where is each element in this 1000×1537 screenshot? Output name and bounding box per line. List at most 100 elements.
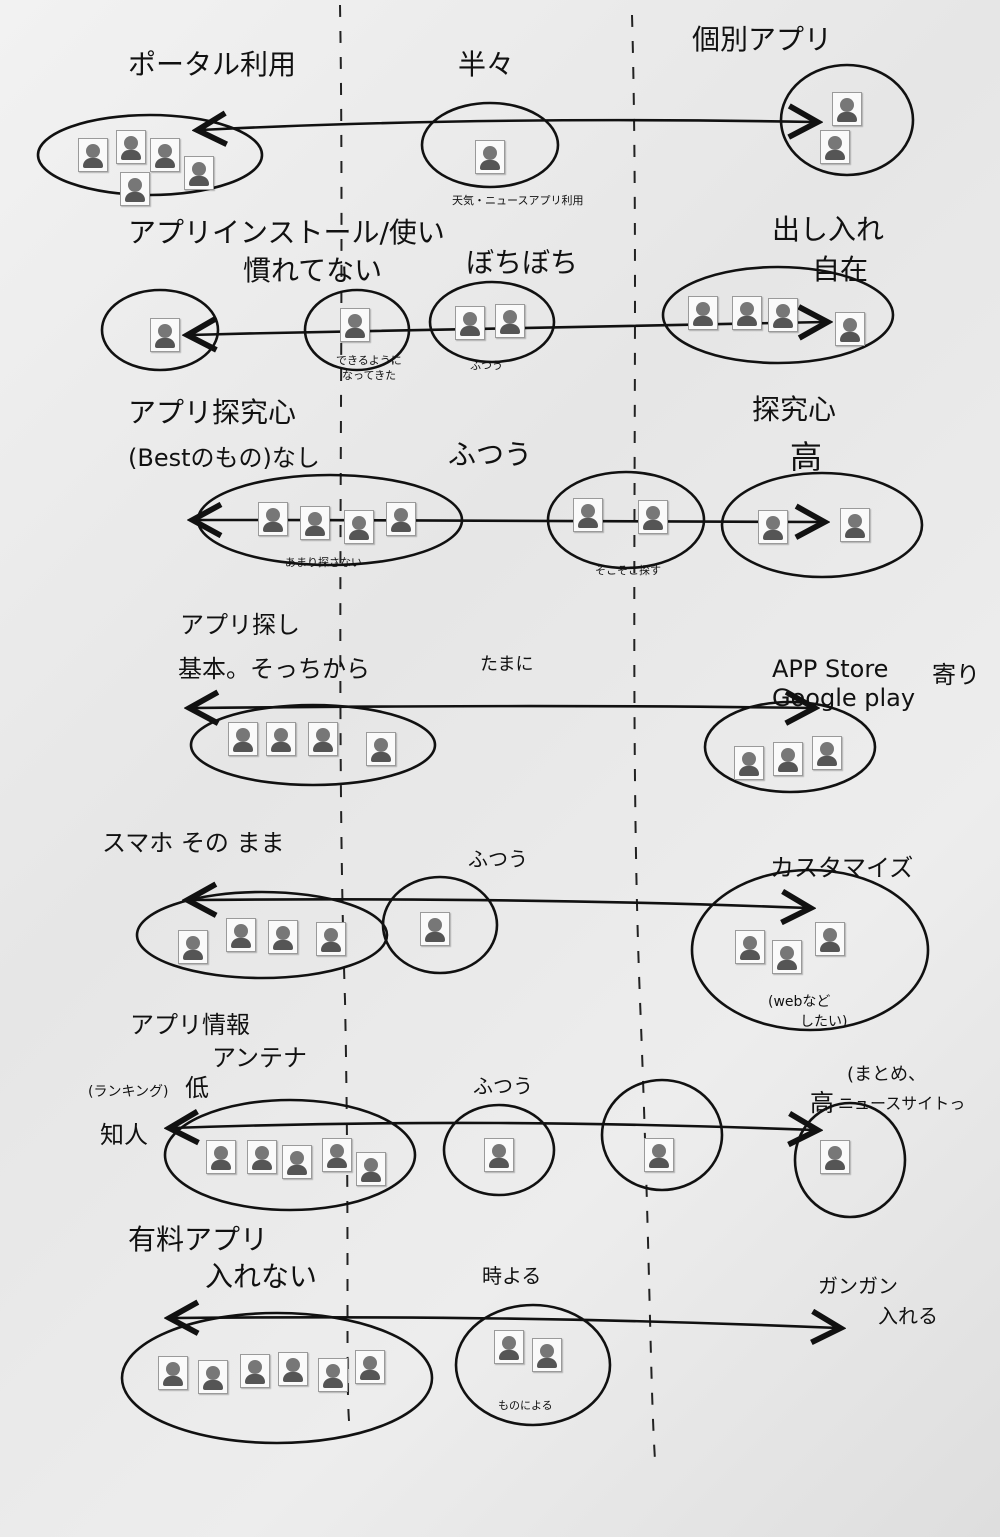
persona-card — [688, 296, 718, 330]
row6-ellipse-mid1 — [442, 1103, 556, 1197]
person-body-icon — [825, 1160, 845, 1170]
person-head-icon — [234, 924, 248, 938]
persona-card — [420, 912, 450, 946]
persona-card — [116, 130, 146, 164]
persona-card — [638, 500, 668, 534]
persona-card — [340, 308, 370, 342]
person-body-icon — [460, 326, 480, 336]
person-head-icon — [158, 324, 172, 338]
person-body-icon — [845, 528, 865, 538]
persona-card — [308, 722, 338, 756]
person-head-icon — [823, 928, 837, 942]
persona-card — [268, 920, 298, 954]
person-body-icon — [245, 1374, 265, 1384]
persona-card — [356, 1152, 386, 1186]
person-body-icon — [693, 316, 713, 326]
person-head-icon — [848, 514, 862, 528]
persona-card — [316, 922, 346, 956]
person-head-icon — [124, 136, 138, 150]
person-head-icon — [266, 508, 280, 522]
person-head-icon — [186, 936, 200, 950]
row2-ellipse-left — [100, 288, 220, 372]
persona-card — [732, 296, 762, 330]
persona-card — [820, 1140, 850, 1174]
persona-card — [494, 1330, 524, 1364]
persona-card — [150, 138, 180, 172]
row1-ellipse-right — [779, 63, 915, 177]
person-body-icon — [391, 522, 411, 532]
person-body-icon — [361, 1172, 381, 1182]
person-head-icon — [364, 1158, 378, 1172]
person-body-icon — [480, 160, 500, 170]
person-head-icon — [828, 136, 842, 150]
persona-card — [773, 742, 803, 776]
row3-right-label-2: 高 — [790, 438, 823, 476]
person-body-icon — [643, 520, 663, 530]
persona-card — [495, 304, 525, 338]
row6-ellipse-mid2 — [600, 1078, 724, 1192]
person-head-icon — [502, 1336, 516, 1350]
row5-left-label: スマホ その まま — [102, 829, 285, 857]
row7-right-label-2: 入れる — [878, 1304, 938, 1328]
persona-card — [734, 746, 764, 780]
row3-right-label-1: 探究心 — [752, 393, 837, 426]
row2-right-label-1: 出し入れ — [772, 213, 885, 246]
row4-ellipse-left — [189, 703, 437, 787]
persona-card — [735, 930, 765, 964]
row1-mid-label: 半々 — [458, 48, 515, 81]
person-body-icon — [360, 1370, 380, 1380]
row5-right-label: カスタマイズ — [770, 854, 914, 882]
person-head-icon — [330, 1144, 344, 1158]
persona-card — [198, 1360, 228, 1394]
person-head-icon — [128, 178, 142, 192]
person-body-icon — [163, 1376, 183, 1386]
row3-mid-note: そこそこ探す — [595, 564, 661, 577]
persona-card — [532, 1338, 562, 1372]
person-body-icon — [313, 742, 333, 752]
row6-left-label-1: アプリ情報 — [130, 1011, 250, 1039]
persona-card — [366, 732, 396, 766]
persona-card — [386, 502, 416, 536]
persona-card — [300, 506, 330, 540]
person-head-icon — [236, 728, 250, 742]
persona-card — [178, 930, 208, 964]
persona-card — [812, 736, 842, 770]
person-head-icon — [363, 1356, 377, 1370]
person-head-icon — [324, 928, 338, 942]
person-body-icon — [155, 158, 175, 168]
row7-mid-label: 時よる — [482, 1264, 542, 1288]
person-body-icon — [500, 324, 520, 334]
row1-left-label: ポータル利用 — [128, 48, 297, 81]
persona-card — [355, 1350, 385, 1384]
person-body-icon — [155, 338, 175, 348]
row2-mid-note: ふつう — [470, 359, 503, 372]
row6-right-label-1: 高 — [810, 1089, 834, 1117]
person-body-icon — [345, 328, 365, 338]
persona-card — [120, 172, 150, 206]
person-head-icon — [463, 312, 477, 326]
persona-card — [573, 498, 603, 532]
row3-ellipse-left — [196, 473, 464, 567]
row6-left-label-3: 低 — [185, 1074, 209, 1102]
row7-left-label-2: 入れない — [205, 1260, 318, 1293]
person-body-icon — [327, 1158, 347, 1168]
person-body-icon — [287, 1165, 307, 1175]
person-head-icon — [248, 1360, 262, 1374]
row3-mid-label: ふつう — [448, 438, 533, 471]
row7-arrow — [172, 1317, 838, 1328]
person-head-icon — [483, 146, 497, 160]
person-body-icon — [189, 176, 209, 186]
person-body-icon — [83, 158, 103, 168]
persona-card — [206, 1140, 236, 1174]
row2-left-label-1: アプリインストール/使い — [128, 216, 445, 249]
row3-ellipse-right — [720, 471, 924, 579]
person-head-icon — [503, 310, 517, 324]
person-body-icon — [737, 316, 757, 326]
row5-ellipse-right — [690, 868, 930, 1032]
person-body-icon — [763, 530, 783, 540]
row4-mid-label: たまに — [480, 654, 534, 675]
row2-left-note-1: できるように — [336, 354, 402, 367]
person-head-icon — [742, 752, 756, 766]
persona-card — [835, 312, 865, 346]
